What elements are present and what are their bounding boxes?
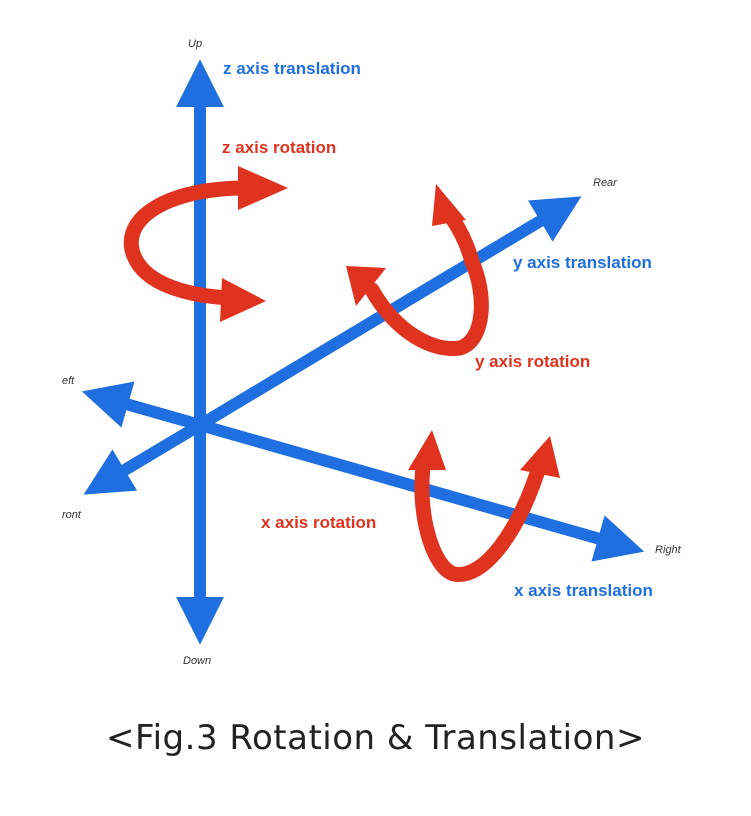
y-rotation-arrowhead-top (432, 184, 466, 226)
direction-front-label: ront (62, 509, 82, 521)
rotation-arrows (123, 166, 560, 582)
y-translation-label: y axis translation (513, 253, 652, 272)
direction-left-label: eft (62, 375, 75, 387)
y-rotation-label: y axis rotation (475, 352, 590, 371)
z-rotation-label: z axis rotation (222, 138, 336, 157)
x-rotation-label: x axis rotation (261, 513, 376, 532)
y-rotation-arrowhead-left (346, 266, 386, 306)
x-translation-label: x axis translation (514, 581, 653, 600)
direction-labels: Up Down eft Right ront Rear (62, 38, 682, 667)
x-rotation-arrowhead-right (520, 436, 560, 478)
z-rotation-arrowhead-bottom (220, 278, 266, 322)
y-axis-front-arrow (83, 419, 204, 495)
x-axis-left-arrow (81, 381, 202, 431)
z-translation-label: z axis translation (223, 59, 361, 78)
axes-diagram: Up Down eft Right ront Rear z axis trans… (62, 38, 682, 667)
direction-rear-label: Rear (593, 177, 618, 189)
z-rotation-arrowhead-top (238, 166, 288, 210)
y-rotation-arrow (346, 184, 489, 356)
direction-down-label: Down (183, 655, 211, 667)
x-rotation-arrowhead-left (408, 430, 446, 470)
z-rotation-arrow (123, 166, 288, 322)
direction-right-label: Right (655, 544, 682, 556)
figure-caption: <Fig.3 Rotation & Translation> (106, 718, 645, 758)
axis-labels: z axis translation z axis rotation y axi… (222, 59, 653, 600)
direction-up-label: Up (188, 38, 202, 50)
x-rotation-arrow (408, 430, 560, 582)
x-axis-right-arrow (198, 419, 645, 562)
